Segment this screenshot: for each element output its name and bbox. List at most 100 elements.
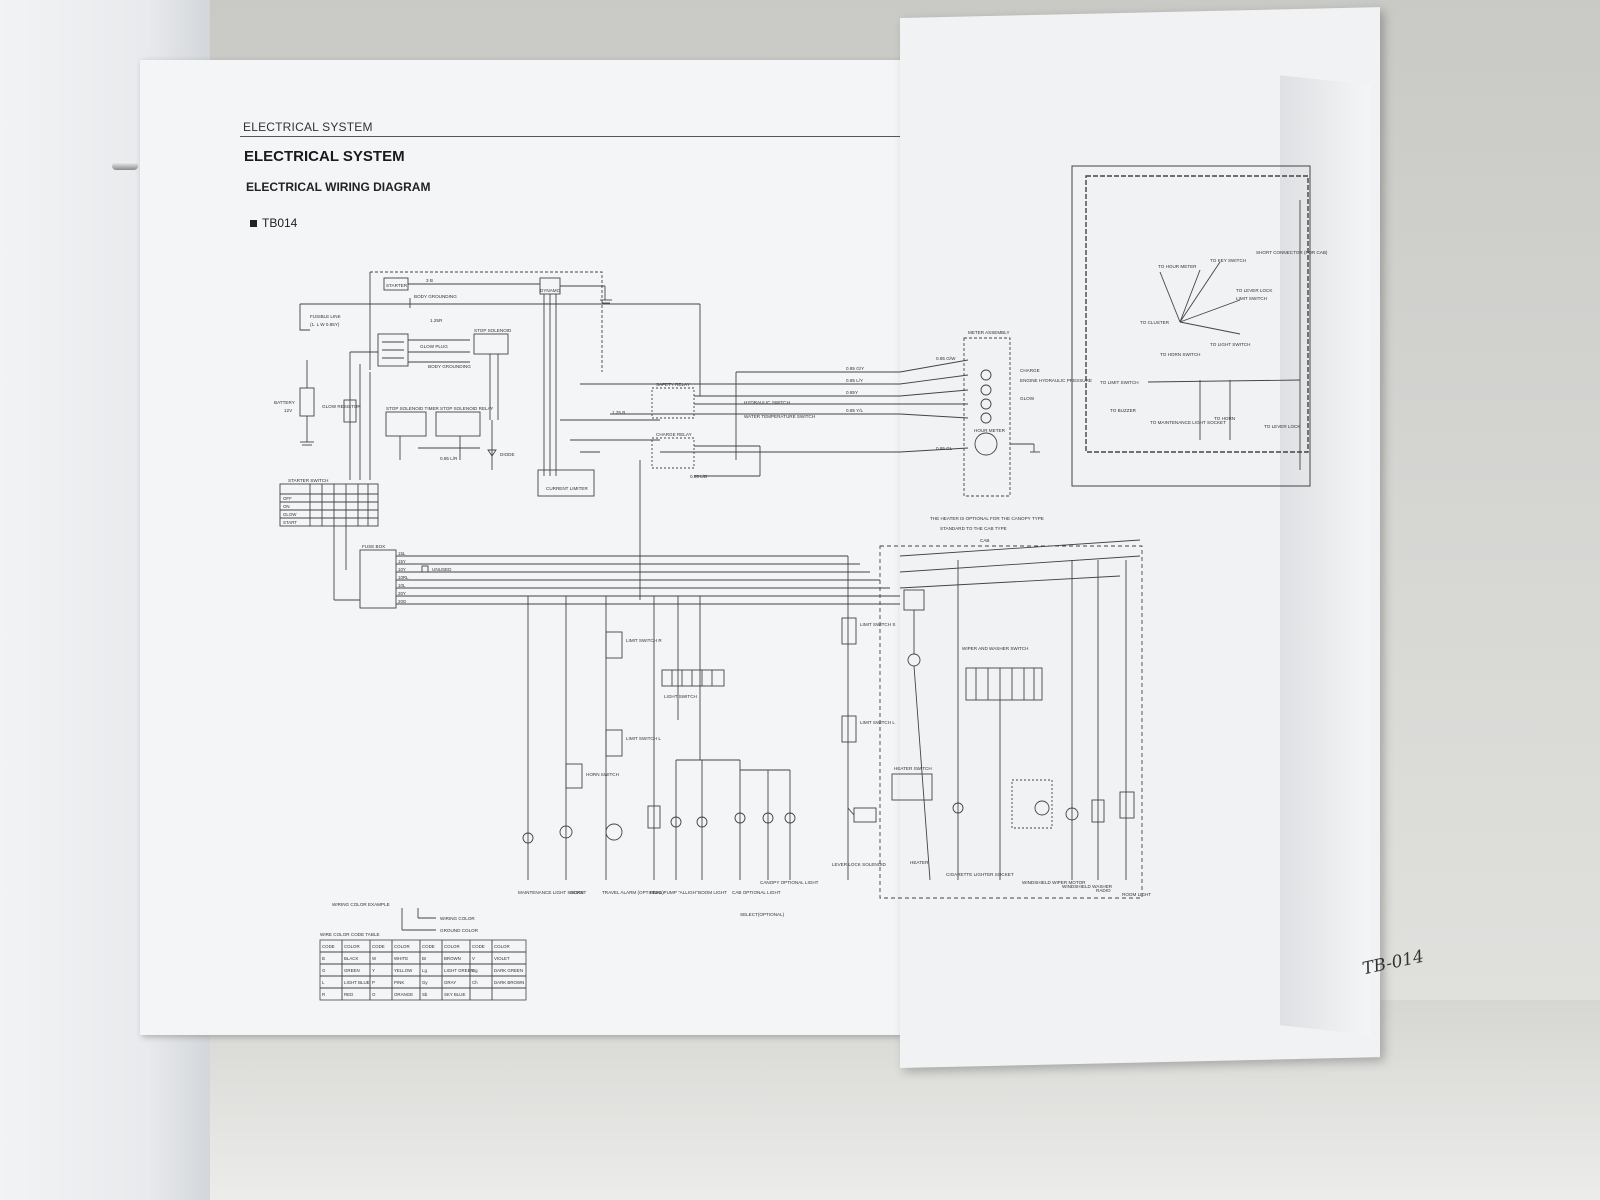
section-header: ELECTRICAL SYSTEM (243, 120, 373, 134)
wire-label-yl: 0.85 Y/L (846, 408, 863, 413)
label-stop-solenoid-relay: STOP SOLENOID RELAY (440, 406, 493, 411)
label-heater-note-2: STANDARD TO THE CAB TYPE (940, 526, 1007, 531)
inset-label-short-connector: SHORT CONNECTOR (FOR CAB) (1256, 250, 1328, 255)
inset-label-light-switch: TO LIGHT SWITCH (1210, 342, 1250, 347)
label-fuse-box: FUSE BOX (362, 544, 385, 549)
fuse-label-4: 10RL (398, 575, 409, 580)
inset-label-hour-meter: TO HOUR METER (1158, 264, 1197, 269)
label-cab: CAB (980, 538, 989, 543)
wire-label-lb: 0.85 L/B (690, 474, 707, 479)
label-light-switch: LIGHT SWITCH (664, 694, 697, 699)
label-body-grounding-2: BODY GROUNDING (428, 364, 471, 369)
label-meter-assembly: METER ASSEMBLY (968, 330, 1010, 335)
label-horn: HORN (570, 890, 584, 895)
color-table-cell: DARK BROWN (494, 980, 524, 985)
label-windshield-washer: WINDSHIELD WASHER (1062, 884, 1113, 889)
color-table-cell: B (322, 956, 325, 961)
switch-pos-start: START (283, 520, 297, 525)
inset-label-key-switch: TO KEY SWITCH (1210, 258, 1246, 263)
color-table-cell: W (372, 956, 377, 961)
color-table-cell: SKY BLUE (444, 992, 465, 997)
label-limit-switch-r: LIMIT SWITCH R (626, 638, 662, 643)
label-wire-color-code-table: WIRE COLOR CODE TABLE (320, 932, 380, 937)
label-lever-lock-solenoid: LEVER LOCK SOLENOID (832, 862, 887, 867)
fuse-label-6: 20Y (398, 591, 406, 596)
label-glow-plug: GLOW PLUG (420, 344, 448, 349)
color-table-cell: DARK GREEN (494, 968, 523, 973)
color-table-cell: Dg (472, 968, 478, 973)
label-heater: HEATER (910, 860, 929, 865)
inset-label-lever-lock: TO LEVER LOCK (1236, 288, 1273, 293)
wire-label-gl: 0.85 GL (936, 446, 953, 451)
fuse-label-5: 10L (398, 583, 406, 588)
label-glow: GLOW (1020, 396, 1035, 401)
label-hour-meter: HOUR METER (974, 428, 1006, 433)
color-table-cell: G (322, 968, 326, 973)
label-wiring-color: WIRING COLOR (440, 916, 475, 921)
color-table-header: COLOR (444, 944, 460, 949)
label-starter-switch: STARTER SWITCH (288, 478, 328, 483)
color-table-cell: BROWN (444, 956, 461, 961)
label-feed-pump: FEED PUMP "ALLIGH" (650, 890, 698, 895)
inset-label-maintenance-light: TO MAINTENANCE LIGHT SOCKET (1150, 420, 1226, 425)
color-table-cell: ORANGE (394, 992, 413, 997)
label-maintenance-light: MAINTENANCE LIGHT SOCKET (518, 890, 587, 895)
label-diode: DIODE (500, 452, 515, 457)
wire-label-3b: 3 B (426, 278, 433, 283)
color-table-header: CODE (472, 944, 485, 949)
label-windshield-wiper-motor: WINDSHIELD WIPER MOTOR (1022, 880, 1086, 885)
color-table-header: COLOR (344, 944, 360, 949)
wire-label-lr: 0.85 L/R (440, 456, 458, 461)
label-charge-relay: CHARGE RELAY (656, 432, 692, 437)
left-manual-page (140, 60, 900, 1035)
inset-label-limit-switch-2: TO LIMIT SWITCH (1100, 380, 1139, 385)
header-rule (240, 136, 900, 137)
label-limit-switch-s: LIMIT SWITCH S (860, 622, 895, 627)
label-select-optional: SELECT(OPTIONAL) (740, 912, 785, 917)
color-table-cell: LIGHT GREEN (444, 968, 474, 973)
inset-label-buzzer: TO BUZZER (1110, 408, 1137, 413)
label-room-light: ROOM LIGHT (1122, 892, 1151, 897)
color-table-header: CODE (372, 944, 385, 949)
label-wiring-color-example: WIRING COLOR EXAMPLE (332, 902, 390, 907)
label-starter: STARTER (386, 283, 408, 288)
color-table-cell: O (372, 992, 376, 997)
label-canopy-optional-light: CANOPY OPTIONAL LIGHT (760, 880, 819, 885)
color-table-cell: L (322, 980, 325, 985)
color-table-cell: RED (344, 992, 353, 997)
label-glow-resistor: GLOW RESISTOR (322, 404, 361, 409)
label-current-limiter: CURRENT LIMITER (546, 486, 588, 491)
color-table-cell: Sb (422, 992, 428, 997)
fuse-label-7: 20G (398, 599, 407, 604)
fuse-label-1: 15L (398, 551, 406, 556)
wire-label-1-25r: 1.25R (430, 318, 443, 323)
color-table-cell: Y (372, 968, 375, 973)
inset-label-cluster: TO CLUSTER (1140, 320, 1170, 325)
label-battery: BATTERY (274, 400, 295, 405)
color-table-cell: VIOLET (494, 956, 510, 961)
label-safety-relay: SAFETY RELAY (656, 382, 690, 387)
color-table-cell: LIGHT BLUE (344, 980, 370, 985)
inset-label-horn: TO HORN (1214, 416, 1235, 421)
wire-label-y: 0.85Y (846, 390, 858, 395)
label-wiper-washer-switch: WIPER AND WASHER SWITCH (962, 646, 1028, 651)
inset-label-lever-lock-2: TO LEVER LOCK (1264, 424, 1301, 429)
label-boom-light: BOOM LIGHT (698, 890, 727, 895)
color-table-cell: Lg (422, 968, 427, 973)
label-stop-solenoid-timer: STOP SOLENOID TIMER (386, 406, 440, 411)
color-table-cell: P (372, 980, 375, 985)
color-table-cell: GRAY (444, 980, 456, 985)
label-horn-switch: HORN SWITCH (586, 772, 619, 777)
label-heater-switch: HEATER SWITCH (894, 766, 932, 771)
label-limit-switch-l2: LIMIT SWITCH L (860, 720, 895, 725)
switch-pos-on: ON (283, 504, 290, 509)
label-travel-alarm: TRAVEL ALARM (OPTIONAL) (602, 890, 664, 895)
color-table-cell: R (322, 992, 325, 997)
label-battery-voltage: 12V (284, 408, 293, 413)
color-table-header: COLOR (394, 944, 410, 949)
label-hydraulic-switch: HYDRAULIC SWITCH (744, 400, 790, 405)
color-table-cell: V (472, 956, 475, 961)
label-dynamo: DYNAMO (540, 288, 561, 293)
